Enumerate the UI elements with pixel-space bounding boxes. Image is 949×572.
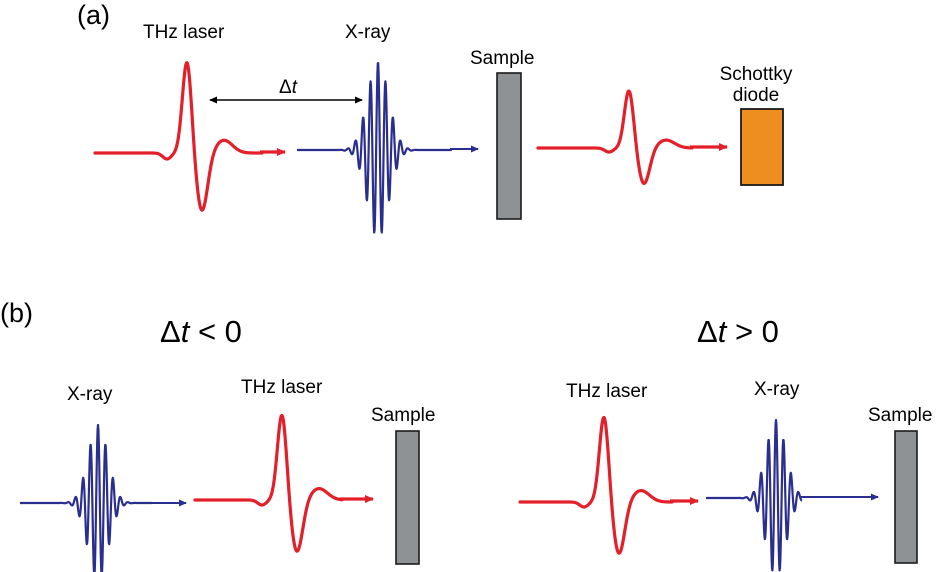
xray-label-b-negative: X-ray xyxy=(67,384,113,405)
detector-label-line1: Schottky xyxy=(719,64,793,85)
condition-positive-rest: > 0 xyxy=(726,314,779,349)
thz-pulse-a xyxy=(93,61,264,212)
xray-pulse-b-positive xyxy=(705,418,803,572)
condition-positive-variable: t xyxy=(717,314,727,349)
condition-positive: Δt > 0 xyxy=(697,316,779,347)
delay-label: Δt xyxy=(279,78,297,97)
sample-a xyxy=(496,72,522,220)
detector-label: Schottky diode xyxy=(720,64,793,107)
sample-b-negative xyxy=(395,430,420,565)
thz-label-b-negative: THz laser xyxy=(241,377,323,398)
delay-symbol: Δ xyxy=(279,77,292,98)
thz-pulse-b-positive xyxy=(518,415,674,555)
sample-label-b-positive: Sample xyxy=(868,405,933,426)
sample-b-positive xyxy=(894,430,918,564)
xray-label-a: X-ray xyxy=(345,22,391,43)
sample-label-b-negative: Sample xyxy=(371,405,436,426)
thz-label-a: THz laser xyxy=(143,22,225,43)
sample-label-a: Sample xyxy=(470,48,535,69)
condition-negative-rest: < 0 xyxy=(189,314,242,349)
condition-negative: Δt < 0 xyxy=(160,316,242,347)
schottky-diode xyxy=(740,108,784,186)
condition-negative-variable: t xyxy=(180,314,190,349)
delay-variable: t xyxy=(291,77,297,98)
transmitted-thz-pulse xyxy=(536,89,694,185)
xray-label-b-positive: X-ray xyxy=(754,379,800,400)
thz-label-b-positive: THz laser xyxy=(566,381,648,402)
panel-a-letter: (a) xyxy=(77,0,110,30)
xray-pulse-b-negative xyxy=(19,423,153,572)
xray-pulse-a xyxy=(296,62,453,234)
panel-b-letter: (b) xyxy=(0,298,33,328)
condition-positive-symbol: Δ xyxy=(697,314,718,349)
condition-negative-symbol: Δ xyxy=(160,314,181,349)
thz-pulse-b-negative xyxy=(193,413,344,553)
detector-label-line2: diode xyxy=(732,85,780,107)
